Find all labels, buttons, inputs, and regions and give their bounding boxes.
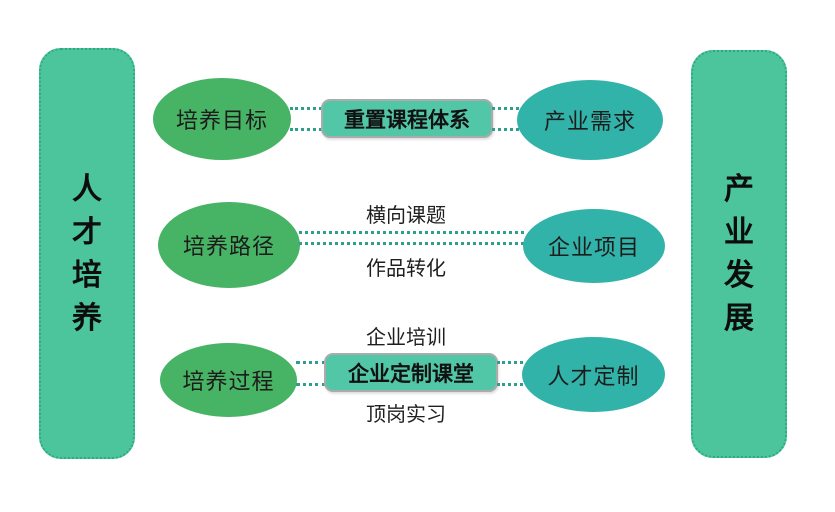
- box-enterprise-custom-class: 企业定制课堂: [324, 353, 498, 392]
- connector-row3-left-top: [296, 361, 326, 364]
- ellipse-talent-customization: 人才定制: [522, 337, 665, 412]
- ellipse-cultivation-path-label: 培养路径: [182, 234, 275, 259]
- pillar-talent-cultivation: 人才培养: [39, 48, 135, 459]
- ellipse-enterprise-project: 企业项目: [523, 209, 665, 283]
- ellipse-talent-customization-label: 人才定制: [547, 363, 640, 389]
- connector-row1-right-top: [492, 107, 519, 110]
- label-post-internship: 顶岗实习: [366, 404, 446, 426]
- pillar-industry-development-label: 产业发展: [724, 173, 754, 335]
- ellipse-cultivation-path: 培养路径: [158, 202, 300, 288]
- pillar-industry-development: 产业发展: [691, 50, 787, 458]
- ellipse-cultivation-process-label: 培养过程: [182, 369, 275, 394]
- label-horizontal-project: 横向课题: [366, 205, 446, 227]
- ellipse-enterprise-project-label: 企业项目: [547, 235, 640, 260]
- connector-row1-left-bottom: [290, 128, 322, 131]
- connector-row2-bottom: [299, 242, 524, 245]
- ellipse-cultivation-goal: 培养目标: [153, 78, 291, 160]
- label-enterprise-training: 企业培训: [366, 327, 446, 349]
- box-enterprise-custom-class-label: 企业定制课堂: [348, 362, 474, 386]
- label-work-transformation: 作品转化: [366, 258, 446, 280]
- ellipse-cultivation-process: 培养过程: [160, 343, 297, 417]
- box-rebuild-curriculum-label: 重置课程体系: [344, 108, 470, 132]
- box-rebuild-curriculum: 重置课程体系: [321, 99, 493, 138]
- connector-row3-left-bottom: [296, 383, 326, 386]
- ellipse-industry-demand-label: 产业需求: [543, 109, 636, 134]
- pillar-talent-cultivation-label: 人才培养: [72, 172, 102, 335]
- connector-row1-left-top: [290, 107, 322, 110]
- connector-row2-top: [299, 231, 524, 234]
- connector-row1-right-bottom: [492, 128, 519, 131]
- ellipse-industry-demand: 产业需求: [517, 80, 663, 160]
- connector-row3-right-bottom: [497, 383, 523, 386]
- ellipse-cultivation-goal-label: 培养目标: [175, 108, 268, 133]
- connector-row3-right-top: [497, 361, 523, 364]
